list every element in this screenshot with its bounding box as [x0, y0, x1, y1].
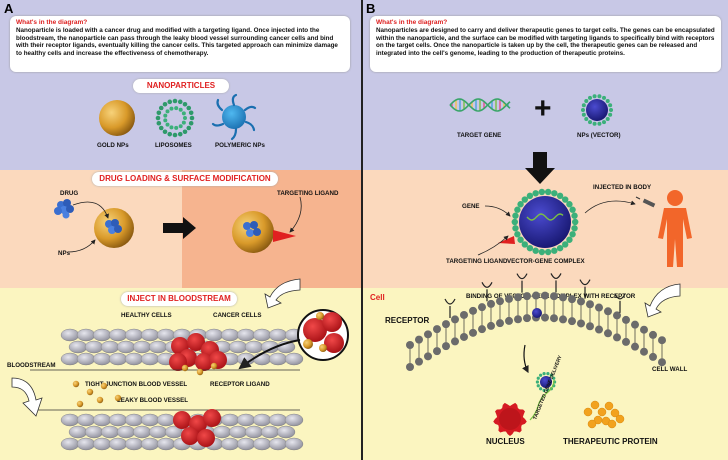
targeting-ligand-label-a: TARGETING LIGAND	[277, 190, 339, 197]
inject-title: INJECT IN BLOODSTREAM	[121, 292, 237, 306]
np-vector-icon	[581, 94, 613, 126]
injected-label: INJECTED IN BODY	[593, 184, 652, 191]
panel-a-middle-band-left	[0, 170, 182, 288]
leaky-vessel-label: LEAKY BLOOD VESSEL	[117, 397, 189, 404]
loading-arrow-icon	[163, 217, 196, 239]
gold-nps-label: GOLD NPs	[97, 142, 129, 149]
liposomes-label: LIPOSOMES	[155, 142, 192, 149]
complex-label: VECTOR-GENE COMPLEX	[507, 258, 585, 265]
receptor-label: RECEPTOR	[385, 316, 430, 325]
nucleus-icon	[493, 402, 527, 436]
lower-tissue	[60, 409, 304, 451]
healthy-cells-label: HEALTHY CELLS	[121, 312, 172, 319]
vector-gene-complex-icon	[498, 188, 579, 256]
panel-b-info-title: What's in the diagram?	[376, 19, 448, 26]
cell-label: Cell	[370, 293, 385, 302]
cell-membrane	[406, 291, 666, 371]
drug-label: DRUG	[60, 190, 79, 197]
polymeric-nps-label: POLYMERIC NPs	[215, 142, 265, 149]
receptor-ligand-label: RECEPTOR LIGAND	[210, 381, 270, 388]
target-gene-label: TARGET GENE	[457, 132, 502, 139]
loading-title: DRUG LOADING & SURFACE MODIFICATION	[92, 172, 278, 186]
magnified-view	[297, 309, 349, 361]
cell-arrow-icon	[644, 283, 681, 318]
syringe-icon	[635, 196, 656, 208]
human-body-icon	[658, 190, 692, 267]
panel-divider	[361, 0, 363, 460]
target-gene-icon	[449, 98, 511, 112]
cell-wall-label: CELL WALL	[652, 366, 688, 373]
panel-b-info-text: Nanoparticles are designed to carry and …	[376, 27, 715, 57]
nps-label: NPs	[58, 250, 71, 257]
upper-tissue	[60, 328, 304, 371]
gold-np-icon	[99, 100, 135, 136]
bloodstream-label: BLOODSTREAM	[7, 362, 56, 369]
polymeric-np-icon	[211, 93, 257, 141]
receptors	[444, 273, 626, 318]
plus-sign: +	[534, 92, 552, 125]
inject-arrow-icon	[264, 278, 301, 309]
panel-a-info-text: Nanoparticle is loaded with a cancer dru…	[16, 27, 338, 57]
targeted-delivery-path: TARGETED GENE DELIVERY	[529, 354, 564, 421]
loaded-np-icon	[94, 208, 134, 248]
bound-complex-icon	[532, 308, 542, 318]
therapeutic-protein-label: THERAPEUTIC PROTEIN	[563, 437, 658, 446]
targeting-ligand-label-b: TARGETING LIGAND	[446, 258, 508, 265]
bloodstream-arrow-icon	[11, 377, 43, 417]
cancer-cells-label: CANCER CELLS	[213, 312, 262, 319]
panel-a-info-box: What's in the diagram? Nanoparticle is l…	[10, 16, 350, 72]
panel-b-letter: B	[366, 1, 376, 16]
liposome-icon	[155, 98, 195, 138]
nanoparticles-title: NANOPARTICLES	[133, 79, 229, 93]
gene-label: GENE	[462, 203, 480, 210]
nps-vector-label: NPs (VECTOR)	[577, 132, 621, 139]
modified-np-icon	[232, 211, 296, 253]
panel-a-letter: A	[4, 1, 14, 16]
therapeutic-protein-icon	[583, 400, 625, 429]
drug-icon	[54, 199, 74, 219]
panel-a-info-title: What's in the diagram?	[16, 19, 88, 26]
panel-b-info-box: What's in the diagram? Nanoparticles are…	[370, 16, 721, 72]
internalized-complex-icon	[535, 372, 557, 392]
bloodstream-nps	[72, 362, 218, 408]
down-arrow-icon	[525, 152, 555, 184]
nucleus-label: NUCLEUS	[486, 437, 525, 446]
targeted-delivery-label: TARGETED GENE DELIVERY	[532, 354, 564, 421]
tight-junction-label: TIGHT JUNCTION BLOOD VESSEL	[85, 381, 188, 388]
